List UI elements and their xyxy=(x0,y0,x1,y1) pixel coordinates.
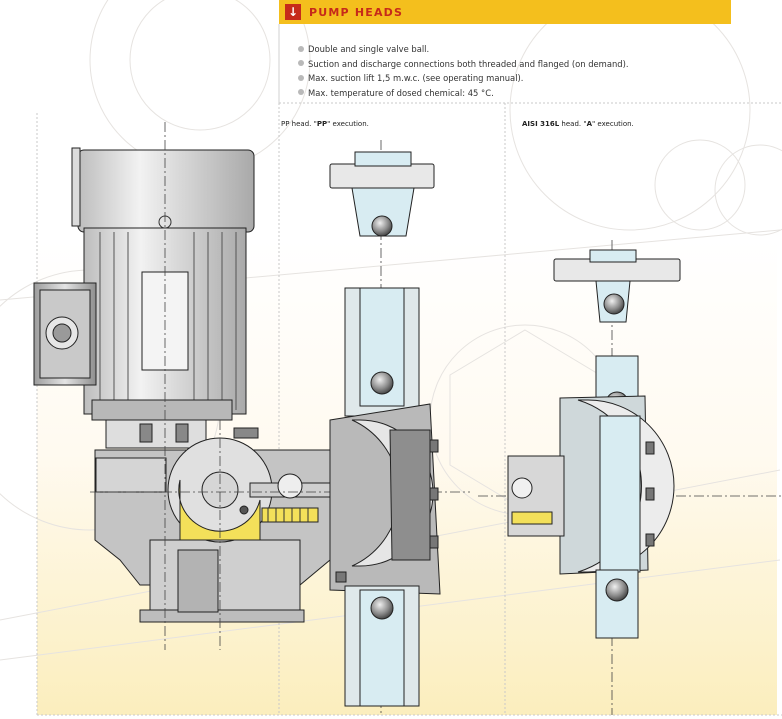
list-item: Double and single valve ball. xyxy=(298,42,738,57)
aisi-head-drawing xyxy=(507,249,681,639)
list-item: Suction and discharge connections both t… xyxy=(298,57,738,72)
feature-list: Double and single valve ball. Suction an… xyxy=(298,42,738,100)
section-header: ↓ PUMP HEADS xyxy=(279,0,731,24)
arrow-down-icon: ↓ xyxy=(285,4,301,20)
list-item: Max. temperature of dosed chemical: 45 °… xyxy=(298,86,738,101)
pp-head-drawing xyxy=(329,151,441,707)
pp-head-caption: PP head. "PP" execution. xyxy=(281,120,369,128)
section-title: PUMP HEADS xyxy=(309,5,404,19)
aisi-head-caption: AISI 316L head. "A" execution. xyxy=(522,120,634,128)
list-item: Max. suction lift 1,5 m.w.c. (see operat… xyxy=(298,71,738,86)
